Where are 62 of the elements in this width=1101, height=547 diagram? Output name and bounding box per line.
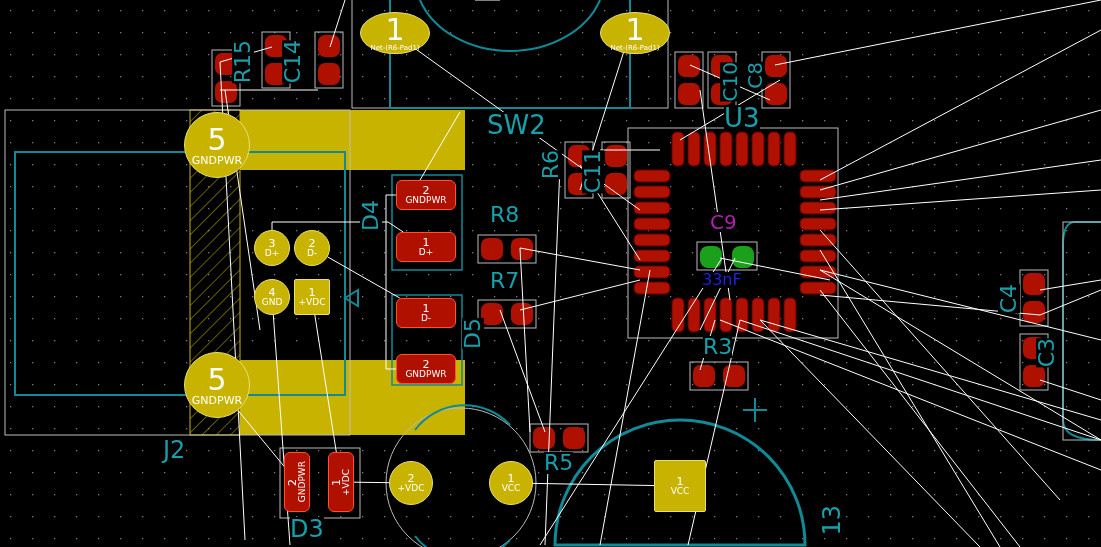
ratsnest-line bbox=[385, 194, 397, 370]
square-pad bbox=[654, 460, 706, 512]
pad-number: 2 bbox=[287, 478, 298, 486]
smd-pad bbox=[328, 452, 354, 512]
pad-number: 1 bbox=[331, 478, 342, 486]
net-name: GNDPWR bbox=[191, 394, 243, 406]
smd-pad bbox=[284, 452, 310, 512]
reference-label: D5 bbox=[462, 318, 484, 349]
net-name: +VDC bbox=[298, 298, 326, 307]
pad-number: 2 bbox=[308, 238, 316, 249]
pad-number: 2 bbox=[422, 185, 430, 196]
pad-number: 4 bbox=[268, 287, 276, 298]
net-name: VCC bbox=[501, 484, 521, 493]
pad-number: 1 bbox=[422, 237, 430, 248]
reference-label: C8 bbox=[745, 62, 765, 89]
net-name: GNDPWR bbox=[191, 154, 243, 166]
net-name: D- bbox=[306, 249, 318, 258]
ratsnest-line bbox=[353, 481, 390, 484]
net-name: GNDPWR bbox=[405, 196, 447, 205]
smd-pad bbox=[396, 354, 456, 384]
reference-label: R15 bbox=[232, 40, 254, 84]
ratsnest-line bbox=[327, 256, 401, 299]
net-name: D+ bbox=[418, 248, 434, 257]
reference-label: R3 bbox=[703, 336, 733, 358]
square-pad bbox=[294, 279, 330, 315]
net-name: VCC bbox=[670, 487, 690, 496]
reference-label: J2 bbox=[163, 438, 186, 462]
pad-number: 1 bbox=[507, 473, 515, 484]
net-name: GND bbox=[261, 298, 283, 307]
reference-label: C4 bbox=[998, 284, 1020, 314]
ratsnest-line bbox=[237, 409, 285, 467]
reference-label: D3 bbox=[290, 517, 324, 541]
pad-number: 3 bbox=[268, 238, 276, 249]
pad-number: 2 bbox=[422, 359, 430, 370]
pad-number: 5 bbox=[207, 124, 227, 155]
ratsnest-line bbox=[532, 482, 655, 487]
net-name: GNDPWR bbox=[405, 370, 447, 379]
pad-number: 2 bbox=[407, 473, 415, 484]
pad-number: 1 bbox=[385, 14, 405, 45]
reference-label: C9 bbox=[710, 212, 737, 232]
reference-label: R6 bbox=[540, 150, 562, 180]
pad-number: 1 bbox=[422, 303, 430, 314]
smd-pad bbox=[396, 232, 456, 262]
net-name: +VDC bbox=[342, 468, 351, 496]
smd-pad bbox=[396, 180, 456, 210]
reference-label: R5 bbox=[544, 452, 574, 474]
reference-label: SW2 bbox=[487, 112, 546, 138]
pad-number: 1 bbox=[308, 287, 316, 298]
net-name: D- bbox=[420, 314, 432, 323]
reference-label: D4 bbox=[360, 200, 382, 231]
reference-label: C10 bbox=[720, 62, 740, 102]
reference-label: C11 bbox=[582, 150, 604, 194]
net-name: +VDC bbox=[397, 484, 425, 493]
reference-label: 33nF bbox=[702, 272, 742, 288]
net-name: GNDPWR bbox=[298, 461, 307, 503]
pad-number: 1 bbox=[625, 14, 645, 45]
ratsnest-line bbox=[314, 314, 337, 453]
net-name: D+ bbox=[264, 249, 280, 258]
pad-number: 1 bbox=[676, 476, 684, 487]
pad-number: 5 bbox=[207, 364, 227, 395]
reference-label: U3 bbox=[724, 105, 760, 131]
smd-pad bbox=[396, 298, 456, 328]
